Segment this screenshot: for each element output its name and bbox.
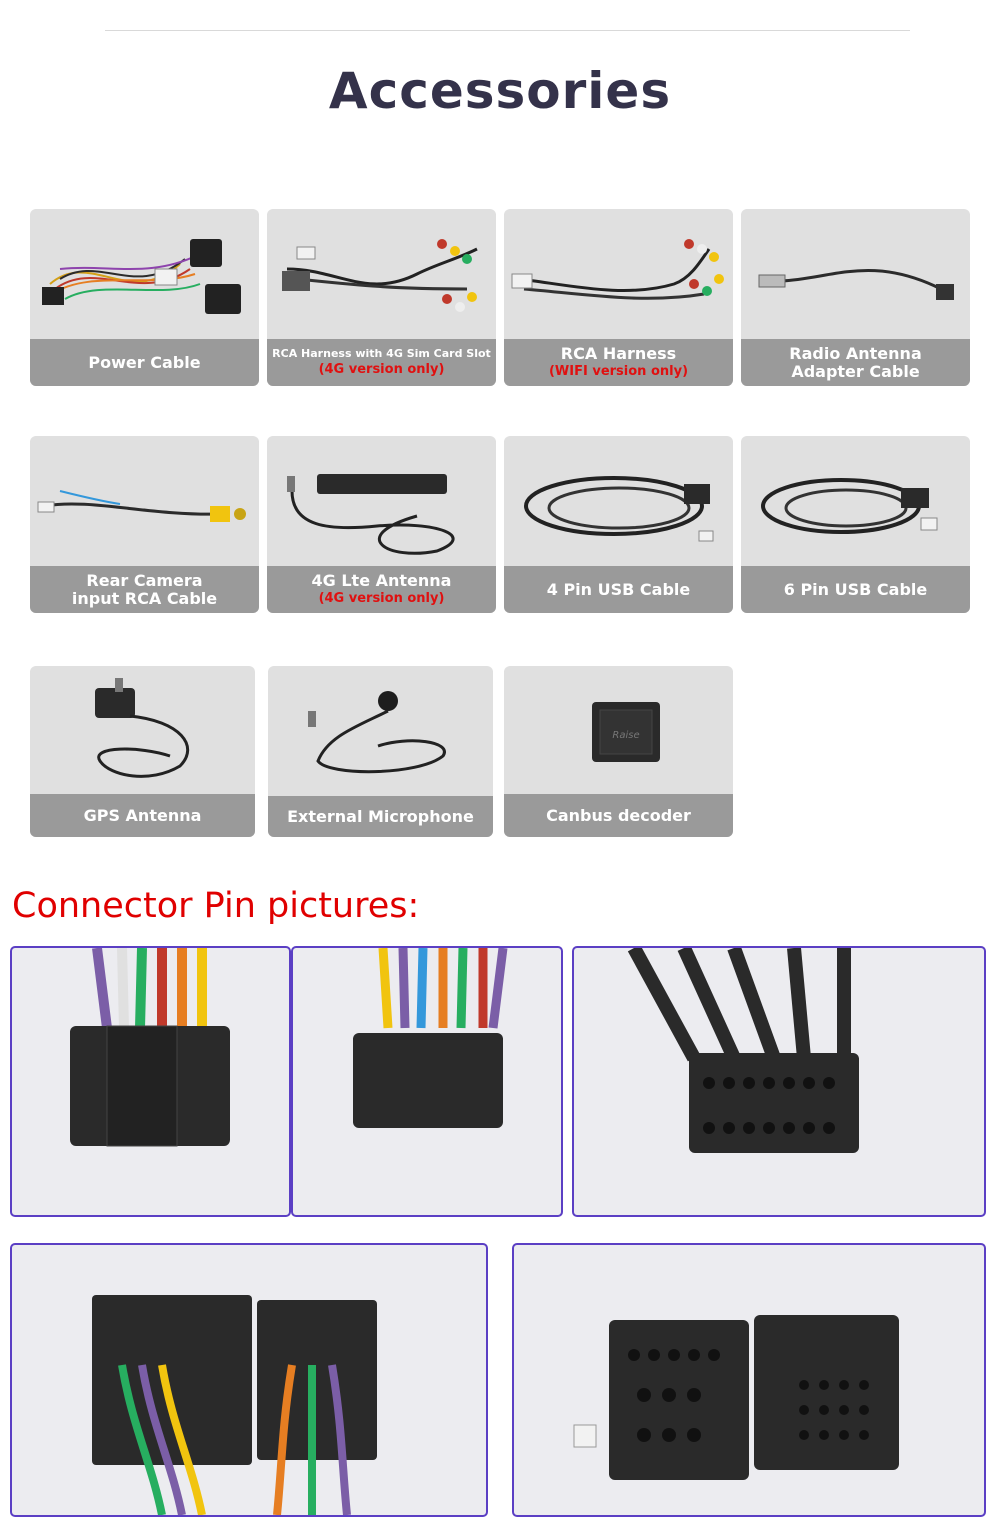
accessory-label-bar: Power Cable [30, 339, 259, 386]
power-cable-image [42, 239, 241, 314]
rca-harness-4g-image [282, 239, 478, 312]
connector-photo-2 [291, 946, 563, 1217]
accessory-label-bar: GPS Antenna [30, 794, 255, 837]
accessory-card-rca-harness-4g: RCA Harness with 4G Sim Card Slot (4G ve… [267, 209, 496, 386]
connector-photo-5 [512, 1243, 986, 1517]
accessory-name: 6 Pin USB Cable [783, 579, 928, 599]
top-divider [105, 30, 910, 31]
accessory-name: Power Cable [88, 352, 201, 372]
radio-antenna-image [758, 269, 954, 300]
accessory-label-bar: 4G Lte Antenna (4G version only) [267, 566, 496, 613]
accessory-name: 4G Lte Antenna [311, 571, 452, 590]
6pin-usb-cable-image [761, 478, 938, 534]
accessory-note: (WIFI version only) [548, 364, 689, 379]
connector-photo-1 [10, 946, 291, 1217]
rca-harness-image [511, 239, 724, 300]
accessory-name: External Microphone [287, 806, 474, 826]
accessory-name: 4 Pin USB Cable [546, 579, 691, 599]
accessory-note: (4G version only) [318, 362, 445, 377]
accessory-card-rca-harness: RCA Harness (WIFI version only) [504, 209, 733, 386]
accessory-name: Rear Camera input RCA Cable [71, 570, 218, 608]
connector-photo-4 [10, 1243, 488, 1517]
accessory-card-4g-antenna: 4G Lte Antenna (4G version only) [267, 436, 496, 613]
accessory-name: Canbus decoder [546, 805, 691, 825]
4g-antenna-image [287, 474, 455, 555]
connector-illustration [573, 1315, 899, 1480]
external-microphone-image [308, 691, 446, 774]
accessory-label-bar: Rear Camera input RCA Cable [30, 566, 259, 613]
connector-section-heading: Connector Pin pictures: [12, 886, 420, 926]
accessory-card-canbus-decoder: Raise Canbus decoder [504, 666, 733, 837]
accessory-name: GPS Antenna [83, 805, 202, 825]
connector-illustration [627, 948, 859, 1153]
accessory-label-bar: Radio Antenna Adapter Cable [741, 339, 970, 386]
accessory-card-radio-antenna: Radio Antenna Adapter Cable [741, 209, 970, 386]
page-title: Accessories [328, 62, 672, 120]
connector-illustration [92, 1295, 377, 1515]
accessory-card-4pin-usb: 4 Pin USB Cable [504, 436, 733, 613]
4pin-usb-cable-image [524, 476, 714, 542]
accessory-label-bar: Canbus decoder [504, 794, 733, 837]
accessory-name: RCA Harness with 4G Sim Card Slot [272, 347, 491, 360]
accessory-label-bar: RCA Harness with 4G Sim Card Slot (4G ve… [267, 339, 496, 386]
rear-camera-cable-image [37, 490, 246, 522]
accessory-label-bar: 6 Pin USB Cable [741, 566, 970, 613]
canbus-decoder-image: Raise [592, 702, 660, 762]
gps-antenna-image [95, 678, 190, 778]
connector-photo-3 [572, 946, 986, 1217]
connector-illustration [353, 948, 508, 1128]
accessory-label-bar: External Microphone [268, 796, 493, 837]
accessory-name: RCA Harness [560, 344, 677, 363]
accessory-card-rear-camera: Rear Camera input RCA Cable [30, 436, 259, 613]
accessory-card-external-microphone: External Microphone [268, 666, 493, 837]
connector-illustration [70, 948, 230, 1147]
accessory-label-bar: RCA Harness (WIFI version only) [504, 339, 733, 386]
decoder-logo-text: Raise [612, 730, 639, 741]
accessory-card-6pin-usb: 6 Pin USB Cable [741, 436, 970, 613]
accessory-note: (4G version only) [318, 591, 445, 606]
accessory-card-power-cable: Power Cable [30, 209, 259, 386]
accessory-card-gps-antenna: GPS Antenna [30, 666, 255, 837]
accessory-name: Radio Antenna Adapter Cable [789, 343, 922, 381]
accessory-label-bar: 4 Pin USB Cable [504, 566, 733, 613]
